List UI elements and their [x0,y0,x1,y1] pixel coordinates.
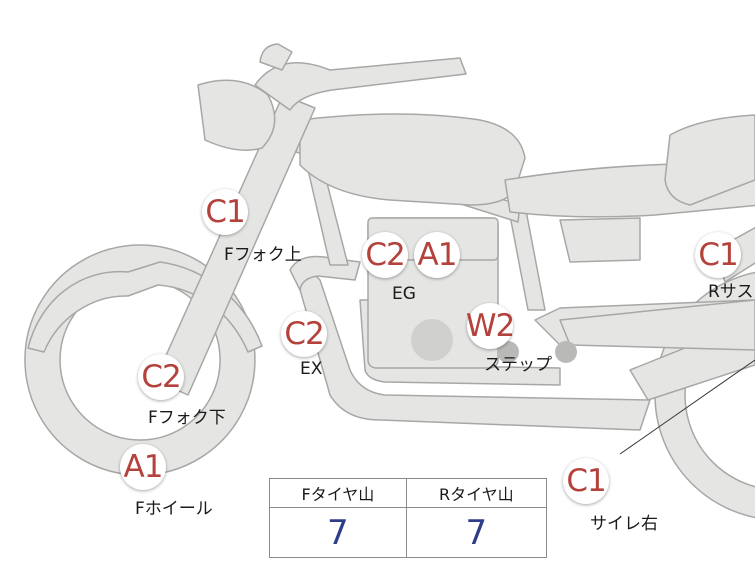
label-ex: EX [300,359,323,379]
headlight [197,79,276,151]
swingarm [559,299,755,351]
handlebar [254,57,467,111]
marker-r-sus: C1 [695,232,741,278]
pointer-line [619,359,755,455]
value-front-tire: 7 [269,507,407,558]
label-f-fork-top: Fフォク上 [224,245,302,265]
label-eg: EG [392,284,416,304]
fuel-tank [299,113,526,206]
marker-muffler-right: C1 [563,458,609,504]
marker-eg-a1: A1 [414,232,460,278]
step-peg [497,341,519,363]
tire-tread-table: Fタイヤ山 Rタイヤ山 7 7 [269,478,548,558]
marker-eg-c2: C2 [362,232,408,278]
value-rear-tire: 7 [405,507,548,558]
label-step: ステップ [484,355,552,375]
marker-f-wheel: A1 [120,444,166,490]
header-front-tire: Fタイヤ山 [269,478,407,508]
marker-f-fork-top: C1 [202,189,248,235]
label-f-fork-bottom: Fフォク下 [148,408,226,428]
header-rear-tire: Rタイヤ山 [405,478,548,508]
label-r-sus: Rサス [708,282,754,302]
marker-step: W2 [466,303,515,349]
label-f-wheel: Fホイール [135,499,213,519]
marker-ex: C2 [281,311,327,357]
exhaust-pipe [294,259,651,431]
marker-f-fork-bottom: C2 [138,354,184,400]
front-fork [154,94,316,396]
label-muffler-right: サイレ右 [590,514,658,534]
